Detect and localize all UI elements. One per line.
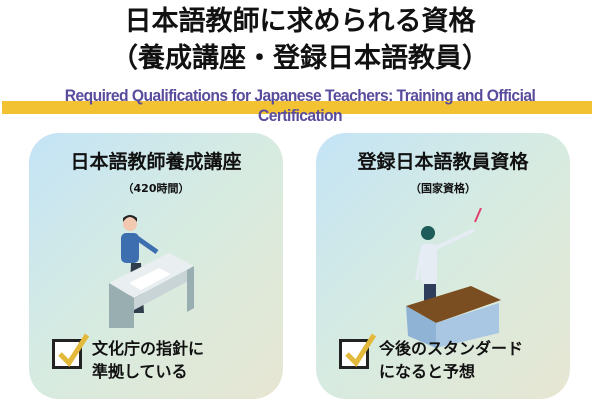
card-description: 文化庁の指針に準拠している xyxy=(92,337,204,383)
card-description: 今後のスタンダードになると予想 xyxy=(379,337,523,383)
card-title: 日本語教師養成講座 xyxy=(70,151,242,173)
card-note: （国家資格） xyxy=(410,182,476,195)
checkbox-icon xyxy=(52,333,90,369)
desc-line: 今後のスタンダード xyxy=(379,339,524,358)
subtitle: Required Qualifications for Japanese Tea… xyxy=(64,86,536,125)
teacher-at-podium-illustration xyxy=(406,208,501,348)
training-course-card: 日本語教師養成講座 （420時間） 文化庁の指針に準拠している xyxy=(29,133,283,399)
card-note: （420時間） xyxy=(122,182,190,195)
card-title: 登録日本語教員資格 xyxy=(357,151,529,173)
desc-line: 文化庁の指針に xyxy=(92,339,205,358)
main-title-line1: 日本語教師に求められる資格 xyxy=(124,6,476,37)
desc-line: になると予想 xyxy=(379,362,476,381)
student-at-desk-illustration xyxy=(109,215,194,328)
registered-teacher-card: 登録日本語教員資格 （国家資格） 今後のスタンダードになると予想 xyxy=(316,133,570,399)
desc-line: 準拠している xyxy=(92,362,188,381)
checkbox-icon xyxy=(339,333,377,369)
subtitle-highlight xyxy=(2,101,592,114)
main-title-line2: （養成講座・登録日本語教員） xyxy=(111,43,489,74)
